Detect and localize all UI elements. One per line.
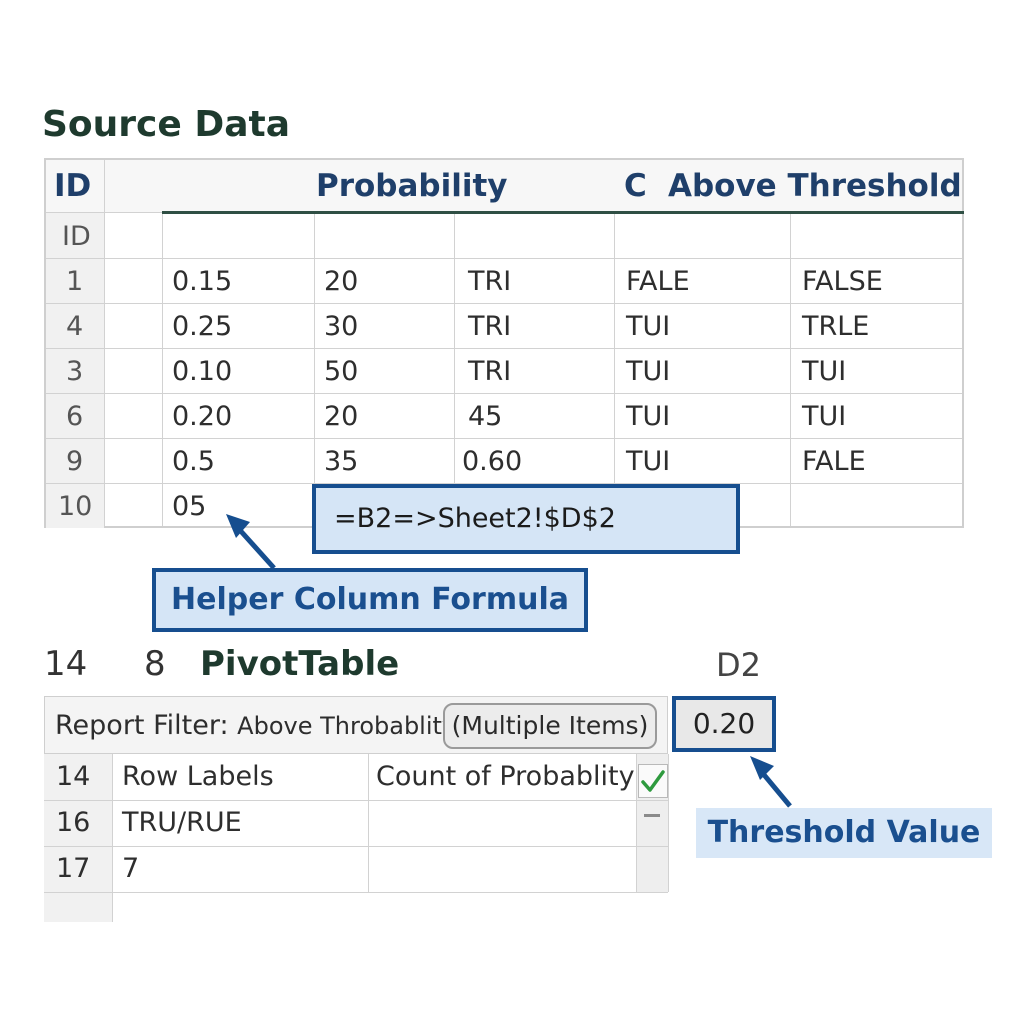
header-band [46, 160, 962, 212]
table-cell[interactable]: 20 [324, 266, 359, 297]
threshold-value-label: Threshold Value [696, 808, 992, 858]
row-number: 17 [56, 853, 91, 884]
grid-line [44, 846, 668, 847]
grid-line [44, 892, 668, 893]
table-cell[interactable]: TUI [626, 401, 671, 432]
table-cell[interactable]: 35 [324, 446, 359, 477]
grid-line [636, 754, 637, 892]
column-header-probability[interactable]: Probability [316, 168, 508, 204]
pivot-row-label[interactable]: TRU/RUE [122, 807, 242, 838]
threshold-value-cell[interactable]: 0.20 [672, 696, 776, 752]
grid-line [668, 754, 669, 892]
row-labels-header[interactable]: Row Labels [122, 761, 274, 792]
grid-line [454, 212, 455, 486]
table-cell[interactable]: FALE [626, 266, 690, 297]
table-cell[interactable]: 0.5 [172, 446, 215, 477]
table-cell[interactable]: 05 [172, 491, 207, 522]
row-number: 3 [66, 356, 84, 387]
row-number: 9 [66, 446, 84, 477]
row-number: 16 [56, 807, 91, 838]
table-cell[interactable]: TUI [802, 356, 847, 387]
row-number-band [44, 754, 112, 922]
grid-line [790, 212, 791, 526]
table-cell[interactable]: TUI [626, 446, 671, 477]
table-cell[interactable]: 20 [324, 401, 359, 432]
report-filter-dropdown[interactable]: (Multiple Items) [443, 703, 657, 749]
grid-line [46, 303, 962, 304]
table-cell[interactable]: FALE [802, 446, 866, 477]
table-cell[interactable]: 0.10 [172, 356, 233, 387]
grid-line [614, 212, 615, 486]
table-cell[interactable]: TRI [468, 266, 512, 297]
column-header-above-threshold[interactable]: Above Threshold [668, 168, 962, 204]
grid-line [112, 754, 113, 922]
grid-line [46, 438, 962, 439]
cell-reference-label: D2 [716, 646, 761, 684]
grid-line [104, 160, 105, 526]
grid-line [46, 393, 962, 394]
report-filter-label: Report Filter: Above Throbablity [55, 697, 456, 755]
table-cell[interactable]: TUI [626, 356, 671, 387]
report-filter-prefix: Report Filter: [55, 710, 229, 741]
table-cell[interactable]: TRLE [802, 311, 870, 342]
header-underline [162, 211, 964, 214]
collapse-minus-icon[interactable] [644, 814, 660, 817]
helper-column-formula-label: Helper Column Formula [152, 568, 588, 632]
table-cell[interactable]: 0.20 [172, 401, 233, 432]
column-header-id[interactable]: ID [54, 168, 92, 204]
row-number: 10 [58, 491, 93, 522]
pivot-grid: 14 Row Labels Count of Probablity 16 TRU… [44, 754, 669, 922]
pivot-heading-number: 14 [44, 644, 88, 684]
table-cell[interactable]: 0.25 [172, 311, 233, 342]
table-cell[interactable]: FALSE [802, 266, 883, 297]
row-number-band [46, 212, 104, 528]
row-number: 4 [66, 311, 84, 342]
table-cell[interactable]: 30 [324, 311, 359, 342]
grid-line [368, 754, 369, 892]
table-cell[interactable]: 0.60 [462, 446, 523, 477]
source-data-table: ID Probability C Above Threshold ID 1 0.… [44, 158, 964, 528]
table-cell[interactable]: TRI [468, 356, 512, 387]
grid-line [46, 258, 962, 259]
checkmark-icon[interactable] [638, 764, 668, 798]
table-cell[interactable]: TUI [802, 401, 847, 432]
grid-line [162, 212, 163, 526]
subheader-id[interactable]: ID [62, 221, 91, 252]
column-header-c[interactable]: C [624, 168, 647, 204]
row-number: 14 [56, 761, 91, 792]
formula-callout[interactable]: =B2=>Sheet2!$D$2 [312, 484, 740, 554]
report-filter-field: Above Throbablity [237, 712, 457, 740]
grid-line [46, 348, 962, 349]
pivottable-title: PivotTable [200, 644, 400, 684]
table-cell[interactable]: 45 [468, 401, 503, 432]
report-filter-row: Report Filter: Above Throbablity (Multip… [44, 696, 668, 754]
pivot-table: Report Filter: Above Throbablity (Multip… [44, 696, 669, 922]
pivot-heading-number: 8 [144, 644, 166, 684]
table-cell[interactable]: TRI [468, 311, 512, 342]
table-cell[interactable]: TUI [626, 311, 671, 342]
table-cell[interactable]: 0.15 [172, 266, 233, 297]
count-of-probability-header[interactable]: Count of Probablity [376, 761, 635, 792]
grid-line [44, 800, 668, 801]
grid-line [314, 212, 315, 526]
grid-line [46, 483, 962, 484]
row-number: 1 [66, 266, 84, 297]
source-data-title: Source Data [42, 104, 291, 145]
pivot-row-label[interactable]: 7 [122, 853, 140, 884]
row-number: 6 [66, 401, 84, 432]
table-cell[interactable]: 50 [324, 356, 359, 387]
